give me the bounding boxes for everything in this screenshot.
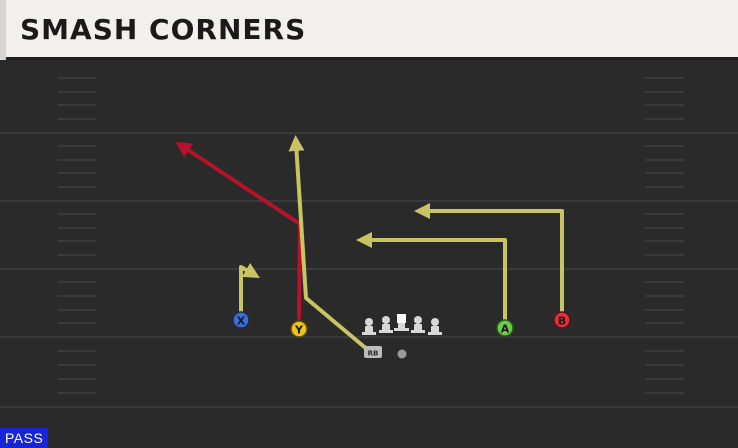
hash-marks-right (645, 77, 684, 394)
route-x (239, 263, 260, 314)
player-y-marker[interactable]: Y (290, 320, 308, 338)
route-rb-seam (288, 135, 370, 352)
player-a-marker[interactable]: A (496, 319, 514, 337)
player-y-label: Y (294, 324, 304, 337)
play-field: RB X Y A B (0, 60, 738, 448)
title-bar: SMASH CORNERS (0, 0, 738, 60)
player-b-label: B (558, 315, 566, 328)
offensive-line (362, 314, 442, 335)
play-type-badge: PASS (0, 428, 49, 448)
rb-label: RB (368, 350, 379, 358)
player-a-label: A (501, 323, 510, 336)
lineman-icon (362, 318, 376, 335)
hash-marks-left (58, 77, 96, 394)
field-surface (0, 60, 738, 448)
lineman-icon (411, 316, 425, 333)
player-x-marker[interactable]: X (232, 311, 250, 329)
lineman-icon (428, 318, 442, 335)
rb-marker[interactable]: RB (364, 346, 382, 358)
route-b (414, 203, 564, 314)
route-a (356, 232, 507, 322)
yard-lines (0, 132, 738, 408)
center-icon (394, 314, 409, 331)
title-accent (0, 0, 6, 60)
player-x-label: X (237, 315, 246, 328)
player-b-marker[interactable]: B (553, 311, 571, 329)
quarterback-marker (397, 349, 407, 359)
play-title: SMASH CORNERS (20, 13, 307, 46)
lineman-icon (379, 316, 393, 333)
